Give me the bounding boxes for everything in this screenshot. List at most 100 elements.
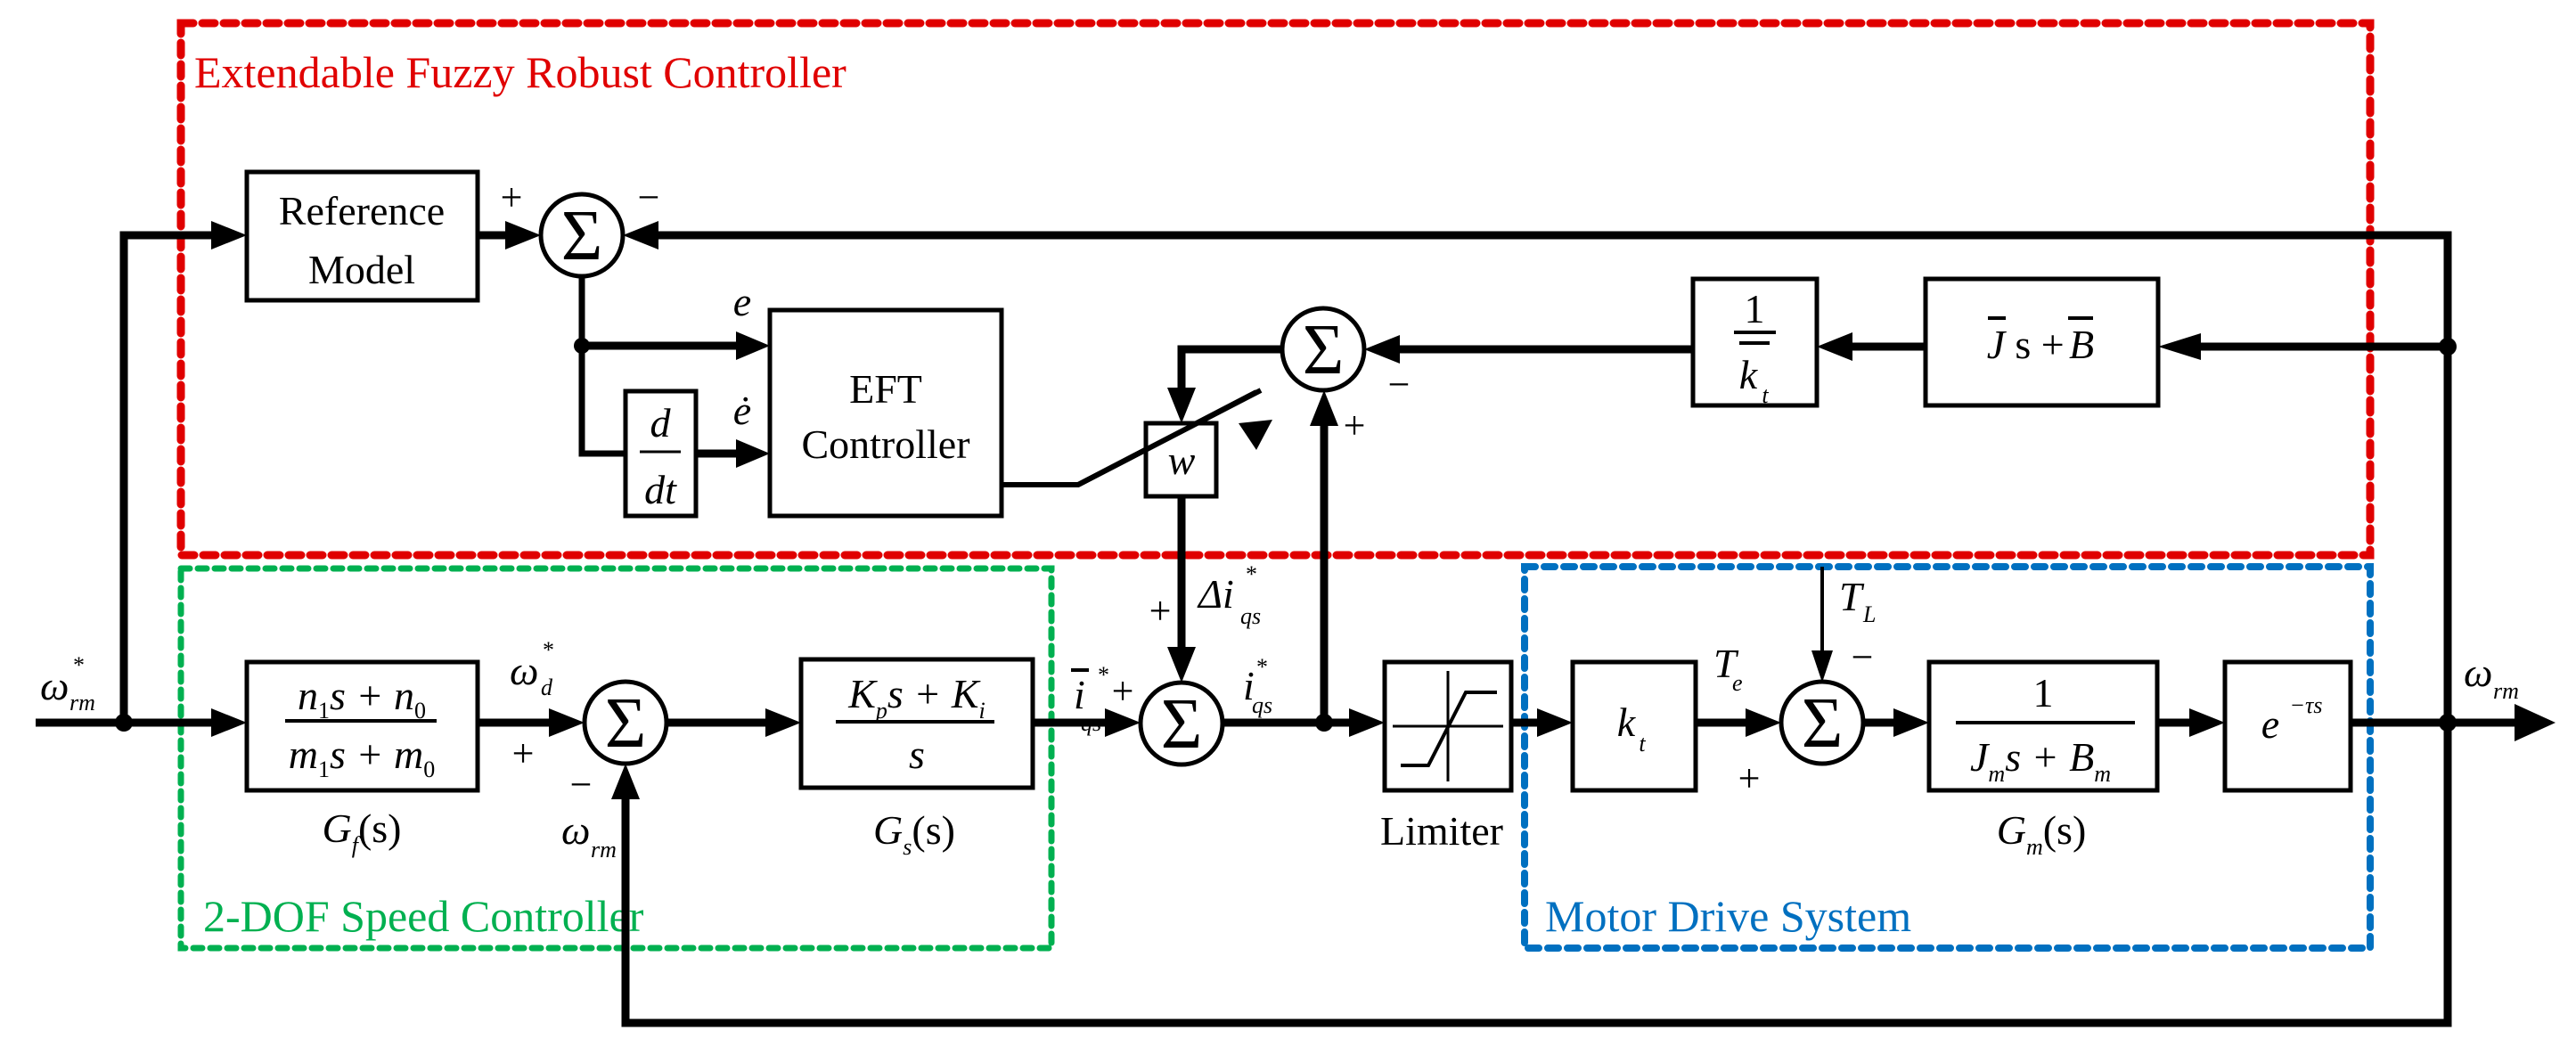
omega-ref-base: ω xyxy=(40,663,69,708)
sum5-minus-sign: − xyxy=(1852,635,1874,679)
inertia-est-J: J xyxy=(1987,322,2008,367)
delta-iqs-base: Δi xyxy=(1197,571,1234,617)
signal-iqs-label: i * qs xyxy=(1243,654,1272,718)
iqs-bar-sub: qs xyxy=(1081,710,1101,736)
summing-junction-2: Σ xyxy=(1280,306,1367,393)
signal-tl-label: T L xyxy=(1839,574,1876,627)
junction-fb-estimator xyxy=(2439,338,2457,356)
adaptive-weight-block: w xyxy=(1143,421,1219,499)
arrow-into-gm xyxy=(1893,708,1929,737)
junction-error xyxy=(574,338,590,354)
wire-sum2-to-weight xyxy=(1177,345,1282,397)
iqs-bar-sup: * xyxy=(1098,662,1109,688)
reference-model-block: Reference Model xyxy=(244,169,480,303)
inverse-torque-constant-block: 1 k t xyxy=(1690,276,1820,408)
kt-sub: t xyxy=(1639,731,1646,756)
motor-drive-group-label: Motor Drive System xyxy=(1545,891,1911,941)
inertia-est-B: B xyxy=(2069,322,2094,367)
signal-te-label: T e xyxy=(1713,641,1743,696)
signal-delta-iqs-label: Δi * qs xyxy=(1197,561,1261,629)
eft-controller-block: EFT Controller xyxy=(767,307,1004,519)
arrow-e-into-eft xyxy=(736,331,770,360)
speed-controller-group-frame xyxy=(177,565,1055,952)
efrc-group-label: Extendable Fuzzy Robust Controller xyxy=(194,47,846,97)
arrow-into-sum4-left xyxy=(549,708,585,737)
te-sub: e xyxy=(1732,670,1743,696)
sigma-glyph: Σ xyxy=(1161,685,1203,764)
speed-controller-group-label: 2-DOF Speed Controller xyxy=(203,891,644,941)
signal-omega-fb-label: ω rm xyxy=(561,807,617,863)
arrow-into-kt xyxy=(1537,708,1573,737)
omega-ref-sup: * xyxy=(73,652,85,678)
sum1-plus-sign: + xyxy=(501,176,523,219)
omega-d-sup: * xyxy=(543,637,554,663)
arrow-into-sum1-left xyxy=(505,221,541,249)
arrow-into-reference-model xyxy=(211,221,247,249)
sigma-glyph: Σ xyxy=(1303,311,1345,389)
iqs-bar-base: i xyxy=(1074,672,1085,717)
iqs-base: i xyxy=(1243,663,1255,708)
arrow-adjustable-weight xyxy=(1239,420,1272,450)
omega-out-sub: rm xyxy=(2493,678,2519,704)
tl-base: T xyxy=(1839,574,1865,619)
arrow-into-inertia-block xyxy=(2158,333,2201,360)
signal-edot-label: ė xyxy=(733,388,751,433)
derivative-denominator: dt xyxy=(644,467,677,512)
arrow-into-sum3-left xyxy=(1105,708,1141,737)
omega-out-base: ω xyxy=(2464,650,2492,695)
omega-d-sub: d xyxy=(541,675,553,700)
delta-iqs-sup: * xyxy=(1246,561,1257,587)
sum3-plus-top: + xyxy=(1149,589,1172,633)
iqs-sup: * xyxy=(1256,654,1268,680)
omega-fb-sub: rm xyxy=(591,837,617,863)
arrow-into-sum5-left xyxy=(1746,708,1781,737)
limiter-caption: Limiter xyxy=(1380,808,1503,854)
inv-kt-denominator: k xyxy=(1739,352,1759,397)
wire-error xyxy=(578,276,626,457)
reference-model-line2: Model xyxy=(308,247,415,292)
arrow-output xyxy=(2515,704,2556,741)
eft-line1: EFT xyxy=(849,366,922,412)
gs-caption: Gs(s) xyxy=(873,807,955,860)
sum5-plus-sign: + xyxy=(1738,756,1761,800)
summing-junction-3: Σ xyxy=(1138,680,1225,767)
sum2-minus-sign: − xyxy=(1388,363,1411,406)
kt-base: k xyxy=(1617,699,1637,745)
sigma-glyph: Σ xyxy=(1802,684,1844,763)
arrow-into-weight xyxy=(1167,388,1196,423)
gf-caption: Gf(s) xyxy=(322,806,401,858)
sum1-minus-sign: − xyxy=(638,176,660,219)
arrow-load-torque xyxy=(1811,650,1833,683)
delay-base: e xyxy=(2261,701,2279,747)
gm-caption: Gm(s) xyxy=(1997,807,2087,860)
speed-pi-gs-block: Kps + Ki s xyxy=(798,657,1035,790)
current-limiter-block xyxy=(1382,659,1514,793)
arrow-into-gf xyxy=(211,708,247,737)
junction-input xyxy=(115,714,133,732)
gs-denominator: s xyxy=(909,732,925,777)
reference-model-line1: Reference xyxy=(279,188,445,233)
arrow-into-sum4-bottom xyxy=(611,764,640,799)
inertia-friction-estimate-block: J s + B xyxy=(1923,276,2161,408)
signal-omega-out-label: ω rm xyxy=(2464,650,2519,704)
junction-iqs xyxy=(1315,714,1333,732)
arrow-into-sum1-right xyxy=(623,221,658,249)
omega-fb-base: ω xyxy=(561,807,590,853)
efrc-group-frame xyxy=(176,19,2375,560)
sigma-glyph: Σ xyxy=(605,684,647,763)
summing-junction-1: Σ xyxy=(538,192,626,279)
adjustable-arrow-line xyxy=(1076,388,1263,487)
torque-constant-block: k t xyxy=(1570,659,1698,793)
derivative-numerator: d xyxy=(650,400,672,446)
inertia-est-s-plus: s + xyxy=(2015,322,2064,367)
wire-bottom-feedback xyxy=(621,723,2452,1027)
weight-symbol: w xyxy=(1168,438,1196,483)
signal-omega-ref-label: ω * rm xyxy=(40,652,95,716)
tl-sub: L xyxy=(1862,601,1876,627)
arrow-into-gs xyxy=(765,708,801,737)
gs-numerator: Kps + Ki xyxy=(847,671,985,724)
gf-denominator: m1s + m0 xyxy=(289,732,435,782)
signal-e-label: e xyxy=(733,279,751,324)
sum4-plus-sign: + xyxy=(512,732,535,775)
